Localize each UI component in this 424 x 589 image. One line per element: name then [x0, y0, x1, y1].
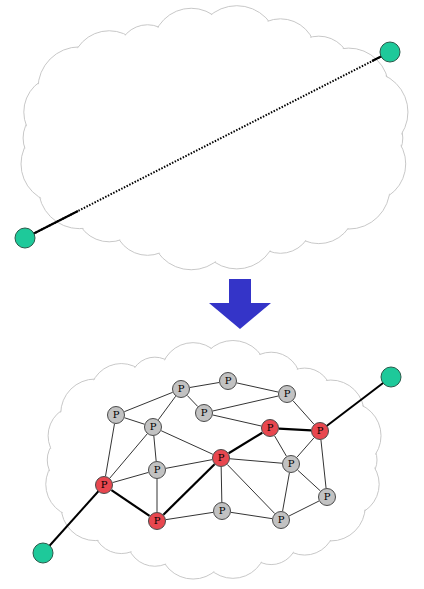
overlay-link [187, 395, 198, 406]
overlay-link [279, 429, 311, 431]
overlay-link [237, 383, 278, 392]
down-arrow [209, 303, 271, 329]
peer-node: P [148, 512, 166, 530]
overlay-link [213, 396, 278, 411]
overlay-link [158, 396, 175, 420]
peer-node: P [195, 404, 213, 422]
peer-label: P [178, 384, 185, 394]
overlay-link [321, 440, 326, 488]
peer-node: P [272, 511, 290, 529]
peer-node: P [213, 502, 231, 520]
peer-node: P [219, 372, 237, 390]
peer-node: P [172, 380, 190, 398]
peer-node: P [144, 418, 162, 436]
down-arrow [229, 279, 251, 303]
overlay-link [213, 415, 261, 426]
overlay-link [283, 473, 290, 511]
overlay-link [230, 459, 282, 463]
peer-node: P [282, 455, 300, 473]
peer-node: P [212, 449, 230, 467]
overlay-link [106, 424, 115, 476]
peer-label: P [150, 422, 157, 432]
overlay-link [111, 490, 149, 516]
overlay-link [154, 436, 156, 461]
dotted-path [25, 52, 390, 238]
overlay-link [227, 464, 274, 513]
overlay-link [231, 512, 272, 518]
overlay-link [110, 434, 147, 478]
peer-label: P [219, 506, 226, 516]
end-host [381, 367, 401, 387]
overlay-link [190, 383, 219, 388]
overlay-link [166, 460, 212, 469]
overlay-link [113, 472, 149, 482]
cloud [46, 341, 381, 580]
peer-node: P [318, 488, 336, 506]
access-line [320, 377, 391, 431]
overlay-link [275, 436, 287, 456]
peer-node: P [107, 406, 125, 424]
peer-label: P [101, 480, 108, 490]
peer-node: P [95, 476, 113, 494]
peer-node: P [278, 385, 296, 403]
overlay-link [229, 433, 263, 454]
peer-node: P [261, 419, 279, 437]
overlay-link [298, 470, 321, 491]
cloud [21, 6, 408, 270]
peer-label: P [284, 389, 291, 399]
end-host [33, 543, 53, 563]
overlay-link [221, 467, 223, 502]
peer-label: P [201, 408, 208, 418]
overlay-link [124, 392, 172, 411]
access-line [43, 485, 104, 553]
peer-label: P [113, 410, 120, 420]
peer-label: P [267, 423, 274, 433]
end-host [380, 42, 400, 62]
peer-label: P [225, 376, 232, 386]
overlay-link [163, 464, 214, 514]
overlay-link [297, 438, 314, 457]
end-host [15, 228, 35, 248]
overlay-link [125, 418, 145, 424]
peer-label: P [154, 465, 161, 475]
overlay-link [161, 431, 213, 455]
peer-label: P [154, 516, 161, 526]
peer-node: P [311, 422, 329, 440]
peer-label: P [317, 426, 324, 436]
overlay-link [293, 401, 314, 425]
peer-label: P [218, 453, 225, 463]
peer-label: P [278, 515, 285, 525]
peer-label: P [324, 492, 331, 502]
overlay-link [289, 501, 319, 516]
overlay-link [166, 512, 213, 519]
peer-label: P [288, 459, 295, 469]
peer-node: P [148, 461, 166, 479]
overlay-link [157, 479, 158, 512]
